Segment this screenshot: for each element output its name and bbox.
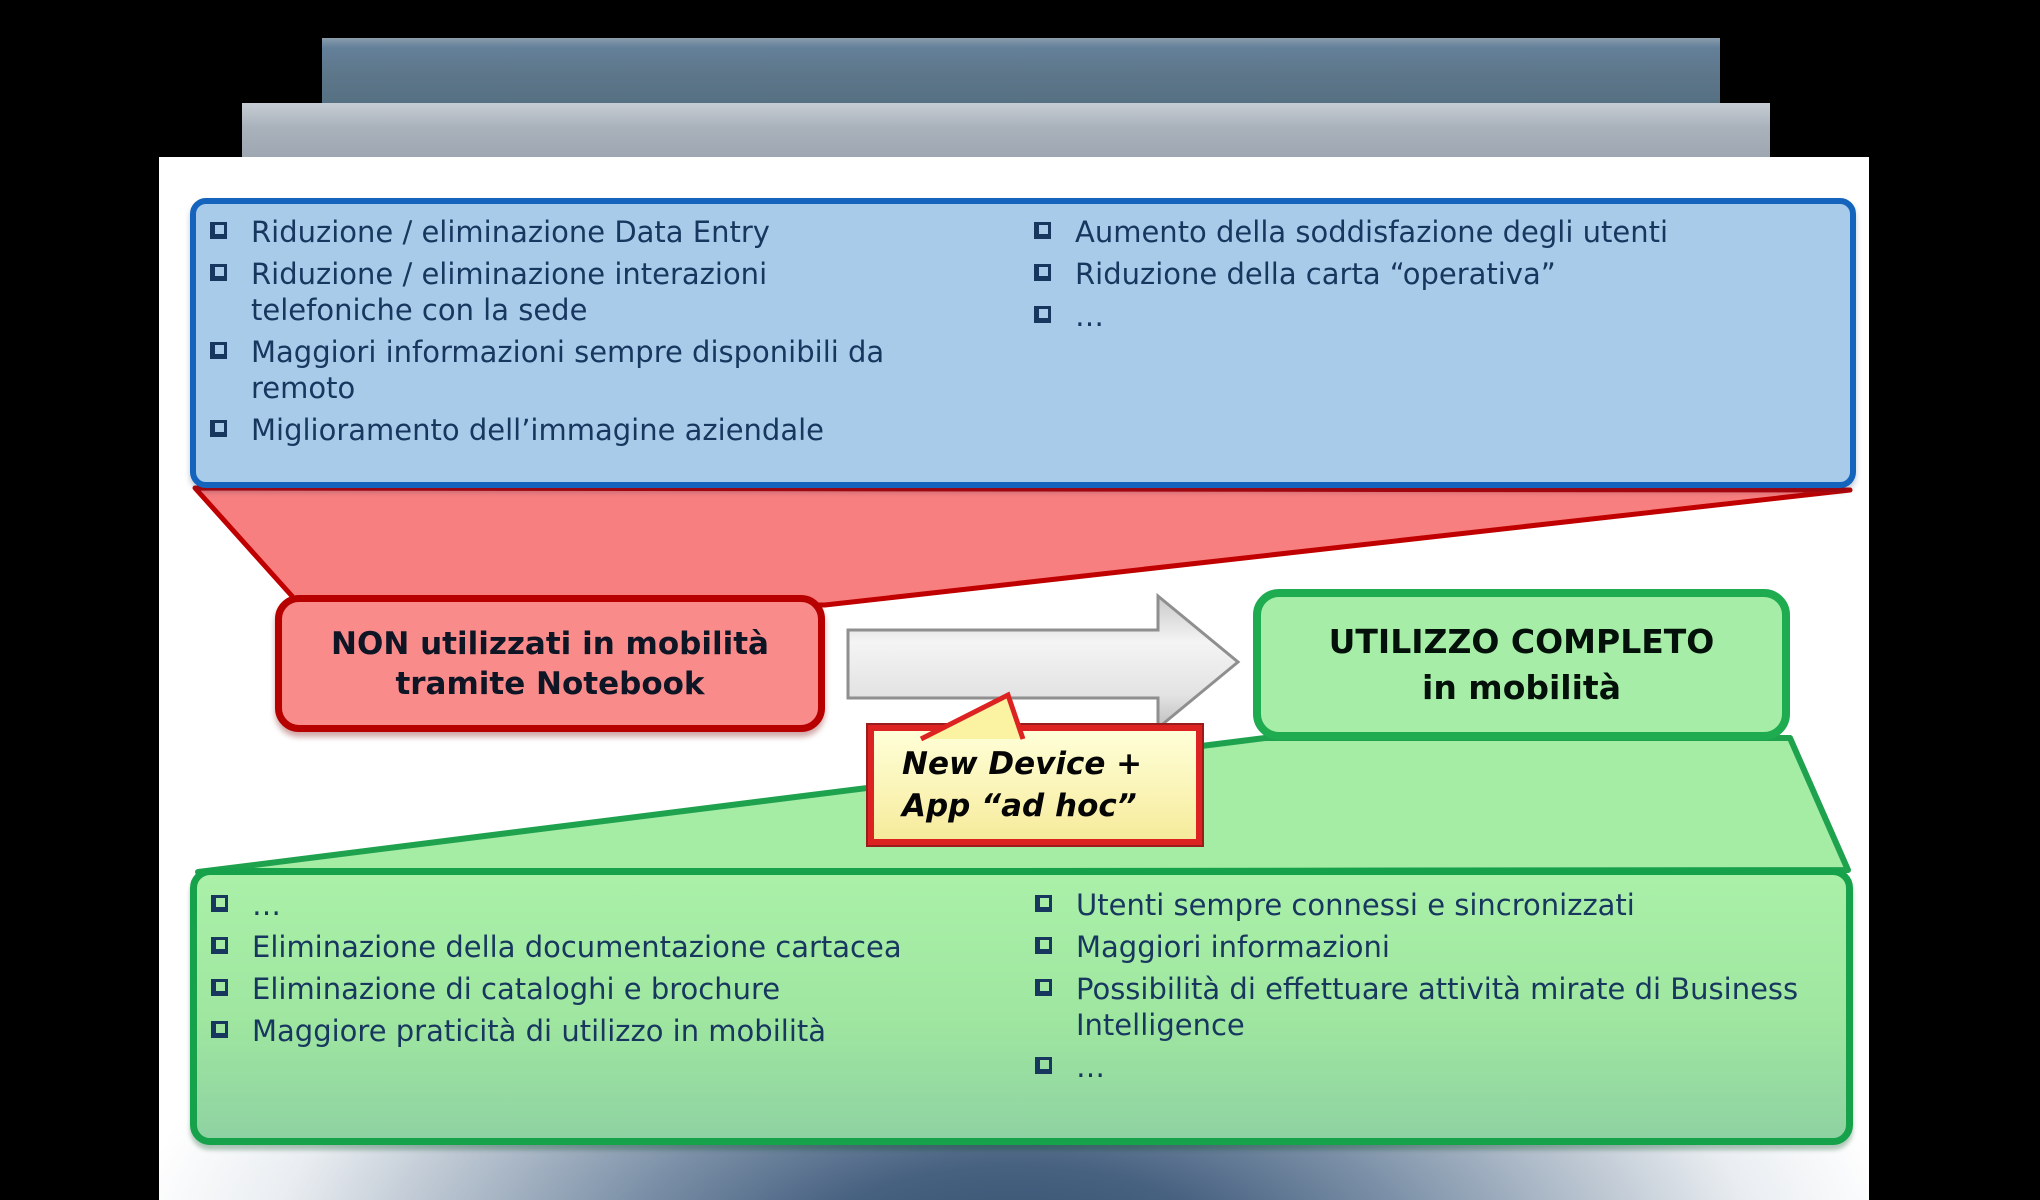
slide: Riduzione / eliminazione Data Entry Ridu… xyxy=(159,157,1869,1200)
benefits-bottom-right-list: Utenti sempre connessi e sincronizzati M… xyxy=(1035,887,1825,1085)
full-use-line2: in mobilità xyxy=(1422,667,1621,707)
callout-tail-layer xyxy=(919,691,1026,742)
square-bullet-icon xyxy=(1034,264,1051,281)
list-item: … xyxy=(1034,298,1824,334)
list-item: Aumento della soddisfazione degli utenti xyxy=(1034,214,1824,250)
callout-tail-shape xyxy=(919,691,1026,742)
red-funnel-shape xyxy=(192,485,1853,608)
square-bullet-icon xyxy=(211,979,228,996)
list-item: Maggiori informazioni sempre disponibili… xyxy=(210,334,916,406)
top-dark-bar xyxy=(322,38,1720,105)
full-use-mobility-box: UTILIZZO COMPLETO in mobilità xyxy=(1253,589,1790,740)
list-item: Maggiore praticità di utilizzo in mobili… xyxy=(211,1013,917,1049)
square-bullet-icon xyxy=(1034,222,1051,239)
list-item: Utenti sempre connessi e sincronizzati xyxy=(1035,887,1825,923)
square-bullet-icon xyxy=(1035,1057,1052,1074)
list-item: … xyxy=(211,887,917,923)
square-bullet-icon xyxy=(1035,937,1052,954)
list-item: Eliminazione della documentazione cartac… xyxy=(211,929,917,965)
benefits-top-left-list: Riduzione / eliminazione Data Entry Ridu… xyxy=(210,214,916,448)
square-bullet-icon xyxy=(211,895,228,912)
list-item: Miglioramento dell’immagine aziendale xyxy=(210,412,916,448)
not-used-mobility-box: NON utilizzati in mobilità tramite Noteb… xyxy=(275,595,825,732)
not-used-line2: tramite Notebook xyxy=(395,665,705,702)
top-light-bar xyxy=(242,103,1770,158)
mobility-benefits-box: … Eliminazione della documentazione cart… xyxy=(190,868,1853,1145)
arrow-right-icon xyxy=(846,592,1241,732)
square-bullet-icon xyxy=(1034,306,1051,323)
full-use-line1: UTILIZZO COMPLETO xyxy=(1328,621,1715,661)
list-item: Riduzione della carta “operativa” xyxy=(1034,256,1824,292)
arrow-layer xyxy=(846,592,1241,732)
benefits-top-right-list: Aumento della soddisfazione degli utenti… xyxy=(1034,214,1824,334)
callout-line2: App “ad hoc” xyxy=(902,788,1137,824)
list-item: Possibilità di effettuare attività mirat… xyxy=(1035,971,1825,1043)
benefits-bottom-left-list: … Eliminazione della documentazione cart… xyxy=(211,887,917,1049)
square-bullet-icon xyxy=(210,420,227,437)
square-bullet-icon xyxy=(210,264,227,281)
callout-line1: New Device + xyxy=(902,746,1143,782)
new-device-callout: New Device + App “ad hoc” xyxy=(868,725,1202,845)
not-used-line1: NON utilizzati in mobilità xyxy=(331,625,769,662)
notebook-benefits-box: Riduzione / eliminazione Data Entry Ridu… xyxy=(190,198,1856,488)
list-item: Riduzione / eliminazione Data Entry xyxy=(210,214,916,250)
list-item: Riduzione / eliminazione interazioni tel… xyxy=(210,256,916,328)
list-item: Eliminazione di cataloghi e brochure xyxy=(211,971,917,1007)
square-bullet-icon xyxy=(211,1021,228,1038)
list-item: Maggiori informazioni xyxy=(1035,929,1825,965)
square-bullet-icon xyxy=(210,222,227,239)
list-item: … xyxy=(1035,1049,1825,1085)
square-bullet-icon xyxy=(210,342,227,359)
square-bullet-icon xyxy=(211,937,228,954)
square-bullet-icon xyxy=(1035,895,1052,912)
square-bullet-icon xyxy=(1035,979,1052,996)
